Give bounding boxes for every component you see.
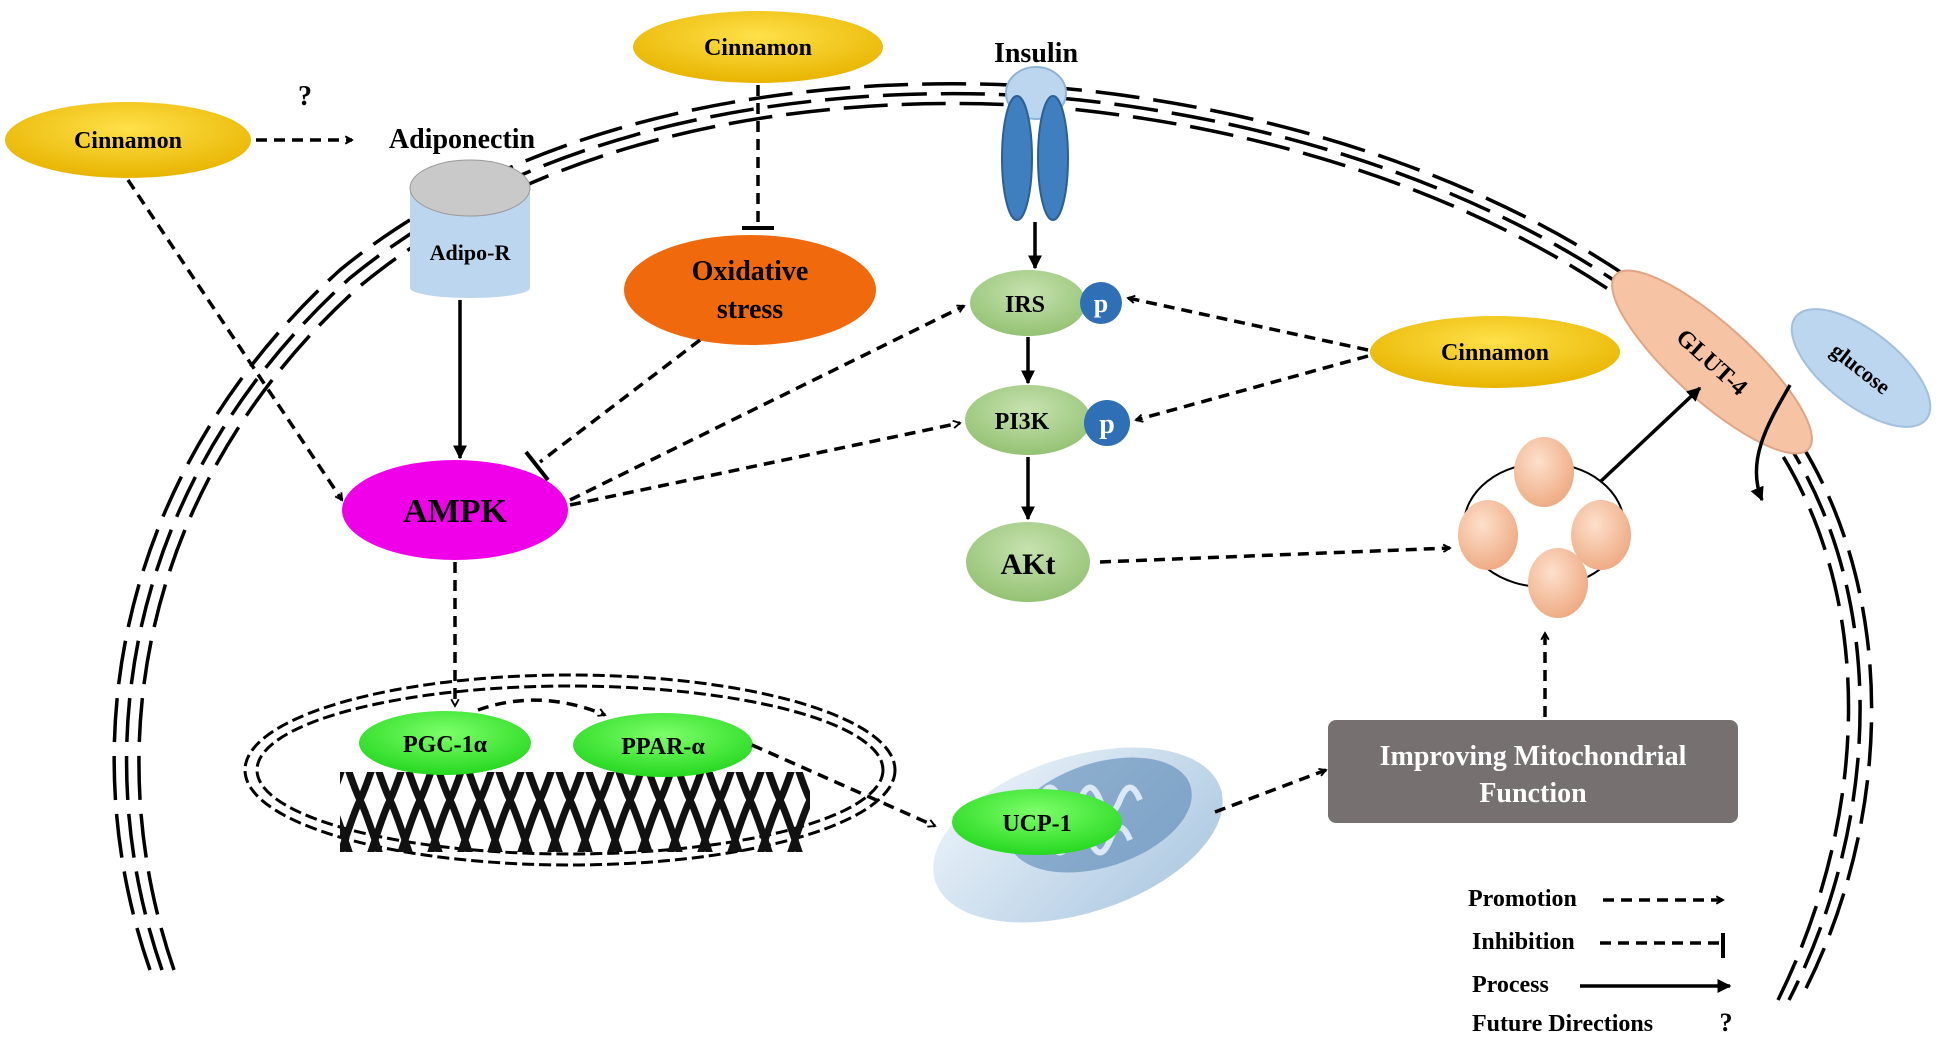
ppara-label: PPAR-α: [621, 734, 705, 760]
edge-glucose-uptake: [1750, 384, 1792, 502]
cinnamon-top-node: [633, 11, 883, 83]
edge-ucp1-mito-function: [1214, 770, 1326, 814]
legend: Promotion Inhibition Process Future Dire…: [1468, 886, 1733, 1037]
glut4-vesicle-cluster: [1458, 437, 1631, 618]
insulin-label: Insulin: [994, 38, 1078, 69]
ucp1-label: UCP-1: [1002, 811, 1071, 837]
irs-phospho-badge: [1080, 282, 1122, 324]
cinnamon-left-label: Cinnamon: [74, 128, 182, 154]
irs-label: IRS: [1005, 292, 1045, 318]
edge-ampk-irs: [569, 304, 964, 502]
question-mark-label: ?: [298, 81, 312, 112]
adiponectin-label: Adiponectin: [389, 124, 536, 155]
pi3k-phospho-label: p: [1099, 409, 1115, 440]
edge-vesicle-glut4: [1598, 386, 1702, 484]
ppara-node: [573, 713, 753, 777]
irs-phospho-label: p: [1094, 289, 1108, 318]
legend-future-label: Future Directions: [1472, 1011, 1653, 1037]
ampk-node: [342, 460, 568, 560]
adipo-r-receptor: [409, 159, 531, 298]
insulin-receptor-icon: [1001, 66, 1069, 221]
pi3k-phospho-badge: [1084, 400, 1130, 446]
irs-node: [970, 270, 1086, 336]
connectors: [126, 85, 1792, 826]
edge-cinnamon-ampk: [126, 179, 344, 500]
legend-inhibition-label: Inhibition: [1472, 929, 1575, 955]
oxidative-stress-node: [624, 235, 876, 345]
mito-function-label-line1: Improving Mitochondrial: [1380, 741, 1687, 772]
edge-cinnamon-irs-p: [1128, 298, 1369, 352]
ampk-label: AMPK: [403, 493, 507, 530]
pgc1a-node: [359, 711, 531, 775]
pgc1a-label: PGC-1α: [403, 732, 488, 758]
cinnamon-top-label: Cinnamon: [704, 35, 812, 61]
edge-pgc1a-ppara: [477, 698, 605, 715]
glucose-node: [1790, 308, 1932, 428]
edge-cinnamon-pi3k-p: [1136, 354, 1369, 420]
edge-oxidative-ampk-inhibit: [538, 338, 702, 464]
dna-helix: [340, 772, 810, 852]
pi3k-node: [965, 385, 1091, 455]
ucp1-node: [952, 789, 1122, 855]
mito-function-label-line2: Function: [1479, 778, 1587, 809]
edge-akt-vesicle: [1099, 548, 1450, 564]
mito-function-box: [1328, 720, 1738, 823]
cinnamon-right-node: [1370, 316, 1620, 388]
legend-process-label: Process: [1472, 972, 1549, 998]
legend-future-symbol: ?: [1720, 1008, 1733, 1037]
akt-label: AKt: [1001, 548, 1056, 581]
cinnamon-right-label: Cinnamon: [1441, 340, 1549, 366]
edge-ampk-pi3k: [569, 423, 960, 507]
legend-promotion-label: Promotion: [1468, 886, 1577, 912]
akt-node: [966, 522, 1090, 602]
oxidative-stress-label-line1: Oxidative: [692, 256, 809, 287]
adipo-r-label: Adipo-R: [430, 240, 512, 265]
cinnamon-left-node: [5, 102, 251, 178]
edge-ppara-ucp1: [751, 743, 935, 826]
nucleus: [243, 673, 897, 867]
pi3k-label: PI3K: [995, 409, 1050, 435]
oxidative-stress-label-line2: stress: [717, 294, 783, 325]
